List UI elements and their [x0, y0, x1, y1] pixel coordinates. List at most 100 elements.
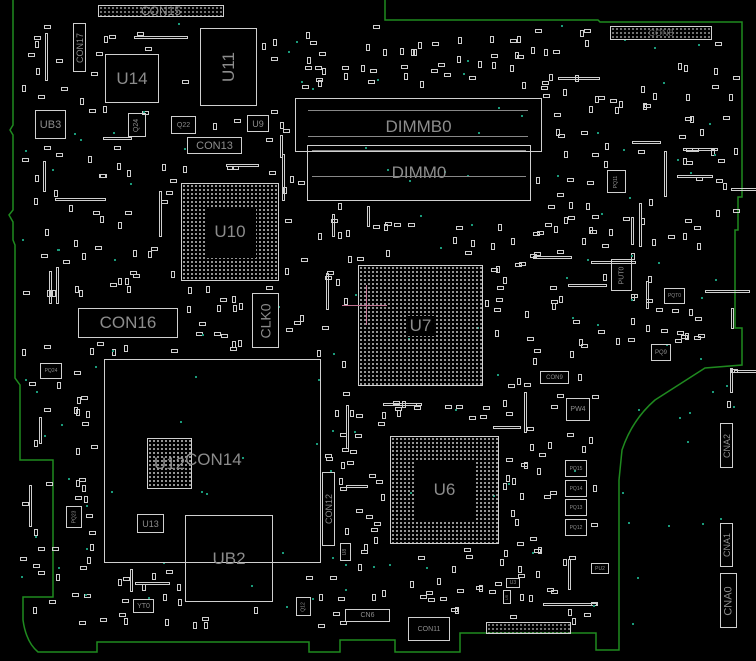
- mosfet-pq9[interactable]: PQ9: [651, 344, 671, 361]
- smd-pad: [500, 559, 505, 567]
- mosfet-pqt0[interactable]: PQT0: [664, 288, 685, 304]
- via-dot: [637, 577, 640, 579]
- chip-pw4[interactable]: PW4: [566, 398, 590, 421]
- smd-pad: [682, 158, 687, 166]
- crystal-yt0[interactable]: YT0: [133, 599, 154, 613]
- smd-pad: [674, 338, 682, 343]
- mosfet-pq23[interactable]: PQ23: [66, 506, 82, 528]
- chip-u5[interactable]: U5: [503, 590, 511, 604]
- mosfet-pq24[interactable]: PQ24: [40, 363, 62, 379]
- smd-pad: [685, 333, 690, 341]
- pqt0-label: PQT0: [667, 293, 682, 299]
- via-dot: [557, 174, 560, 177]
- smd-pad: [56, 382, 61, 390]
- smd-pad: [132, 250, 137, 258]
- smd-pad: [75, 480, 80, 488]
- mosfet-pq14[interactable]: PQ14: [565, 480, 587, 497]
- smd-pad: [568, 201, 573, 209]
- dimm0-rail-bottom: [312, 176, 526, 177]
- via-dot: [471, 224, 474, 227]
- clock-clk0[interactable]: CLK0: [252, 293, 279, 348]
- connector-con12[interactable]: CON12: [322, 472, 335, 546]
- bga-chip-u10[interactable]: U10: [181, 183, 279, 281]
- pq11-label: PQ11: [613, 175, 620, 188]
- smd-pad: [38, 95, 46, 100]
- u3-label: U3: [509, 580, 517, 586]
- smd-pad: [469, 416, 477, 421]
- smd-pad: [78, 477, 86, 482]
- chip-ub3[interactable]: UB3: [35, 110, 66, 139]
- connector-con9[interactable]: CON9: [540, 371, 569, 384]
- smd-pad: [226, 164, 260, 168]
- smd-pad: [326, 271, 334, 276]
- bga-chip-u7[interactable]: U7: [358, 265, 483, 386]
- smd-pad: [407, 222, 415, 227]
- smd-pad: [631, 140, 661, 144]
- smd-pad: [137, 31, 145, 36]
- smd-pad: [269, 171, 277, 176]
- connector-cna0[interactable]: CNA0: [720, 573, 737, 628]
- chip-put0[interactable]: PUT0: [611, 259, 632, 291]
- bga-chip-u6[interactable]: U6: [390, 436, 499, 544]
- smd-pad: [76, 448, 81, 456]
- smd-pad: [558, 133, 566, 138]
- connector-con17[interactable]: CON17: [73, 23, 86, 72]
- transistor-q12[interactable]: Q12: [296, 597, 311, 616]
- smd-pad: [555, 129, 560, 137]
- smd-pad: [285, 328, 293, 333]
- connector-con11[interactable]: CON11: [408, 617, 450, 641]
- chip-ub2[interactable]: UB2: [185, 515, 273, 602]
- connector-cna2[interactable]: CNA2: [720, 423, 733, 468]
- chip-u11[interactable]: U11: [200, 28, 257, 106]
- smd-pad: [283, 186, 288, 194]
- chip-u8[interactable]: U8: [340, 543, 351, 561]
- smd-pad: [686, 94, 691, 102]
- smd-pad: [495, 330, 500, 338]
- transistor-q24[interactable]: Q24: [128, 113, 146, 137]
- mosfet-pq11[interactable]: PQ11: [607, 170, 626, 193]
- u11-label: U11: [218, 52, 238, 82]
- connector-bottom-right[interactable]: [486, 622, 571, 634]
- connector-con13[interactable]: CON13: [187, 137, 242, 154]
- smd-pad: [717, 158, 725, 163]
- mosfet-pq13[interactable]: PQ13: [565, 499, 587, 516]
- chip-u9[interactable]: U9: [247, 115, 269, 132]
- chip-pu2[interactable]: PU2: [591, 563, 609, 574]
- smd-pad: [587, 180, 595, 185]
- chip-u14[interactable]: U14: [105, 54, 159, 103]
- smd-pad: [733, 370, 756, 374]
- mosfet-pq12[interactable]: PQ12: [565, 519, 587, 536]
- connector-con15[interactable]: CON15: [98, 4, 224, 18]
- smd-pad: [133, 36, 188, 40]
- dimm-slot-dimmb0[interactable]: DIMMB0: [295, 98, 542, 152]
- smd-pad: [151, 573, 156, 581]
- connector-cn6[interactable]: CN6: [345, 609, 390, 622]
- smd-pad: [549, 74, 554, 82]
- smd-pad: [493, 426, 521, 430]
- smd-pad: [220, 333, 228, 338]
- smd-pad: [494, 582, 502, 587]
- smd-pad: [341, 66, 349, 71]
- smd-pad: [232, 296, 237, 304]
- smd-pad: [365, 514, 373, 519]
- smd-pad: [521, 82, 526, 90]
- chip-u13[interactable]: U13: [137, 514, 164, 533]
- smd-pad: [630, 318, 635, 326]
- connector-con16[interactable]: CON16: [78, 308, 178, 338]
- connector-con14-outline[interactable]: [104, 359, 321, 563]
- mosfet-pq15[interactable]: PQ15: [565, 460, 587, 477]
- transistor-q22[interactable]: Q22: [171, 116, 196, 134]
- smd-pad: [564, 217, 569, 225]
- smd-pad: [361, 549, 369, 554]
- smd-pad: [685, 218, 693, 223]
- via-dot: [114, 259, 117, 262]
- smd-pad: [378, 422, 386, 427]
- smd-pad: [80, 396, 88, 400]
- via-dot: [699, 357, 702, 360]
- connector-con8[interactable]: CON8: [610, 26, 712, 40]
- chip-u3[interactable]: U3: [506, 578, 520, 588]
- connector-cna1[interactable]: CNA1: [720, 523, 733, 567]
- dimm-slot-dimm0[interactable]: DIMM0: [307, 145, 531, 201]
- pu2-label: PU2: [595, 565, 605, 572]
